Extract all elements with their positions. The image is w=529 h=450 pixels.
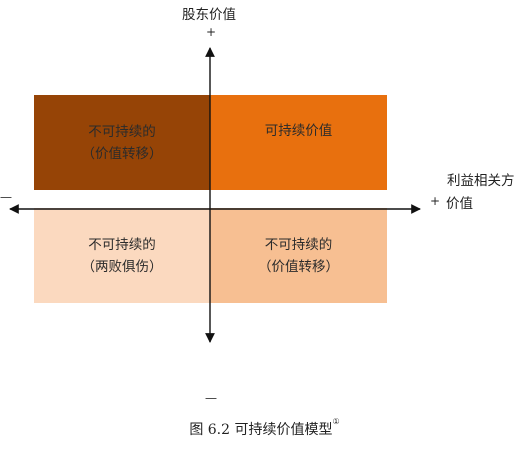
x-axis-label-line2: 价值 [446, 196, 473, 212]
figure-caption-text: 图 6.2 可持续价值模型 [189, 422, 333, 438]
quadrant-top-left: 不可持续的 （价值转移） [34, 95, 210, 190]
quadrant-bottom-right-line1: 不可持续的 [264, 236, 333, 253]
quadrant-top-left-line1: 不可持续的 [88, 123, 156, 140]
quadrant-top-right: 可持续价值 [210, 95, 387, 190]
quadrant-top-right-line1: 可持续价值 [264, 122, 333, 139]
figure-caption-footnote: ① [332, 417, 340, 426]
figure-caption: 图 6.2 可持续价值模型① [0, 417, 529, 439]
y-axis-label: 股东价值 [182, 7, 236, 23]
quadrant-bottom-right: 不可持续的 （价值转移） [210, 208, 387, 303]
x-axis-label-line1: 利益相关方 [447, 173, 515, 189]
quadrant-bottom-left-line2: （两败俱伤） [81, 258, 163, 275]
quadrant-bottom-right-line2: （价值转移） [258, 258, 339, 275]
y-axis-plus: + [206, 25, 217, 39]
quadrant-bottom-left: 不可持续的 （两败俱伤） [34, 208, 210, 303]
quadrant-bottom-left-line1: 不可持续的 [88, 236, 156, 253]
x-axis-plus: + [430, 194, 441, 208]
quadrant-top-left-line2: （价值转移） [81, 145, 163, 162]
y-axis-minus: — [205, 391, 217, 405]
x-axis-minus: — [0, 190, 12, 204]
